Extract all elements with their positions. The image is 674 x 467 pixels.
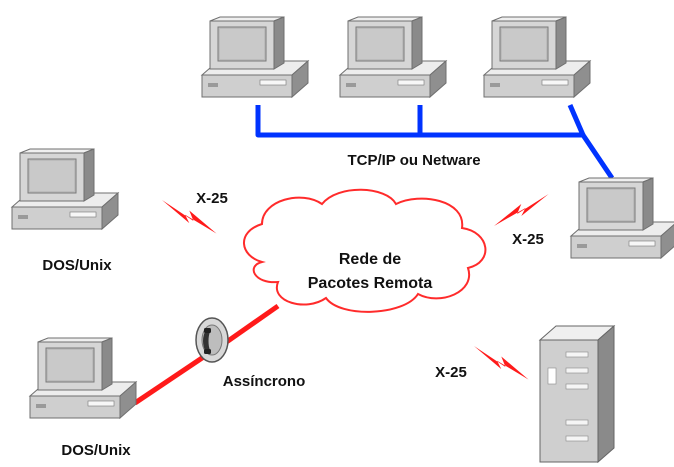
computer-icon <box>201 16 309 98</box>
x25-label-right: X-25 <box>512 231 544 248</box>
cloud-icon <box>243 188 487 313</box>
host-label-top: DOS/Unix <box>42 257 112 274</box>
async-label: Assíncrono <box>223 373 306 390</box>
server-tower-icon <box>538 324 616 464</box>
cloud-label-line1: Rede de <box>339 251 401 268</box>
lightning-bolt-icon <box>493 194 549 226</box>
cloud-label-line2: Pacotes Remota <box>308 275 433 292</box>
x25-label-left: X-25 <box>196 190 228 207</box>
modem-phone-icon <box>195 317 229 363</box>
network-bus <box>255 104 615 180</box>
x25-label-bottom: X-25 <box>435 364 467 381</box>
bus-label: TCP/IP ou Netware <box>347 152 480 169</box>
computer-icon <box>29 337 137 419</box>
host-label-bottom: DOS/Unix <box>61 442 131 459</box>
computer-icon <box>339 16 447 98</box>
lightning-bolt-icon <box>474 346 529 380</box>
computer-icon <box>570 177 674 259</box>
computer-icon <box>11 148 119 230</box>
computer-icon <box>483 16 591 98</box>
